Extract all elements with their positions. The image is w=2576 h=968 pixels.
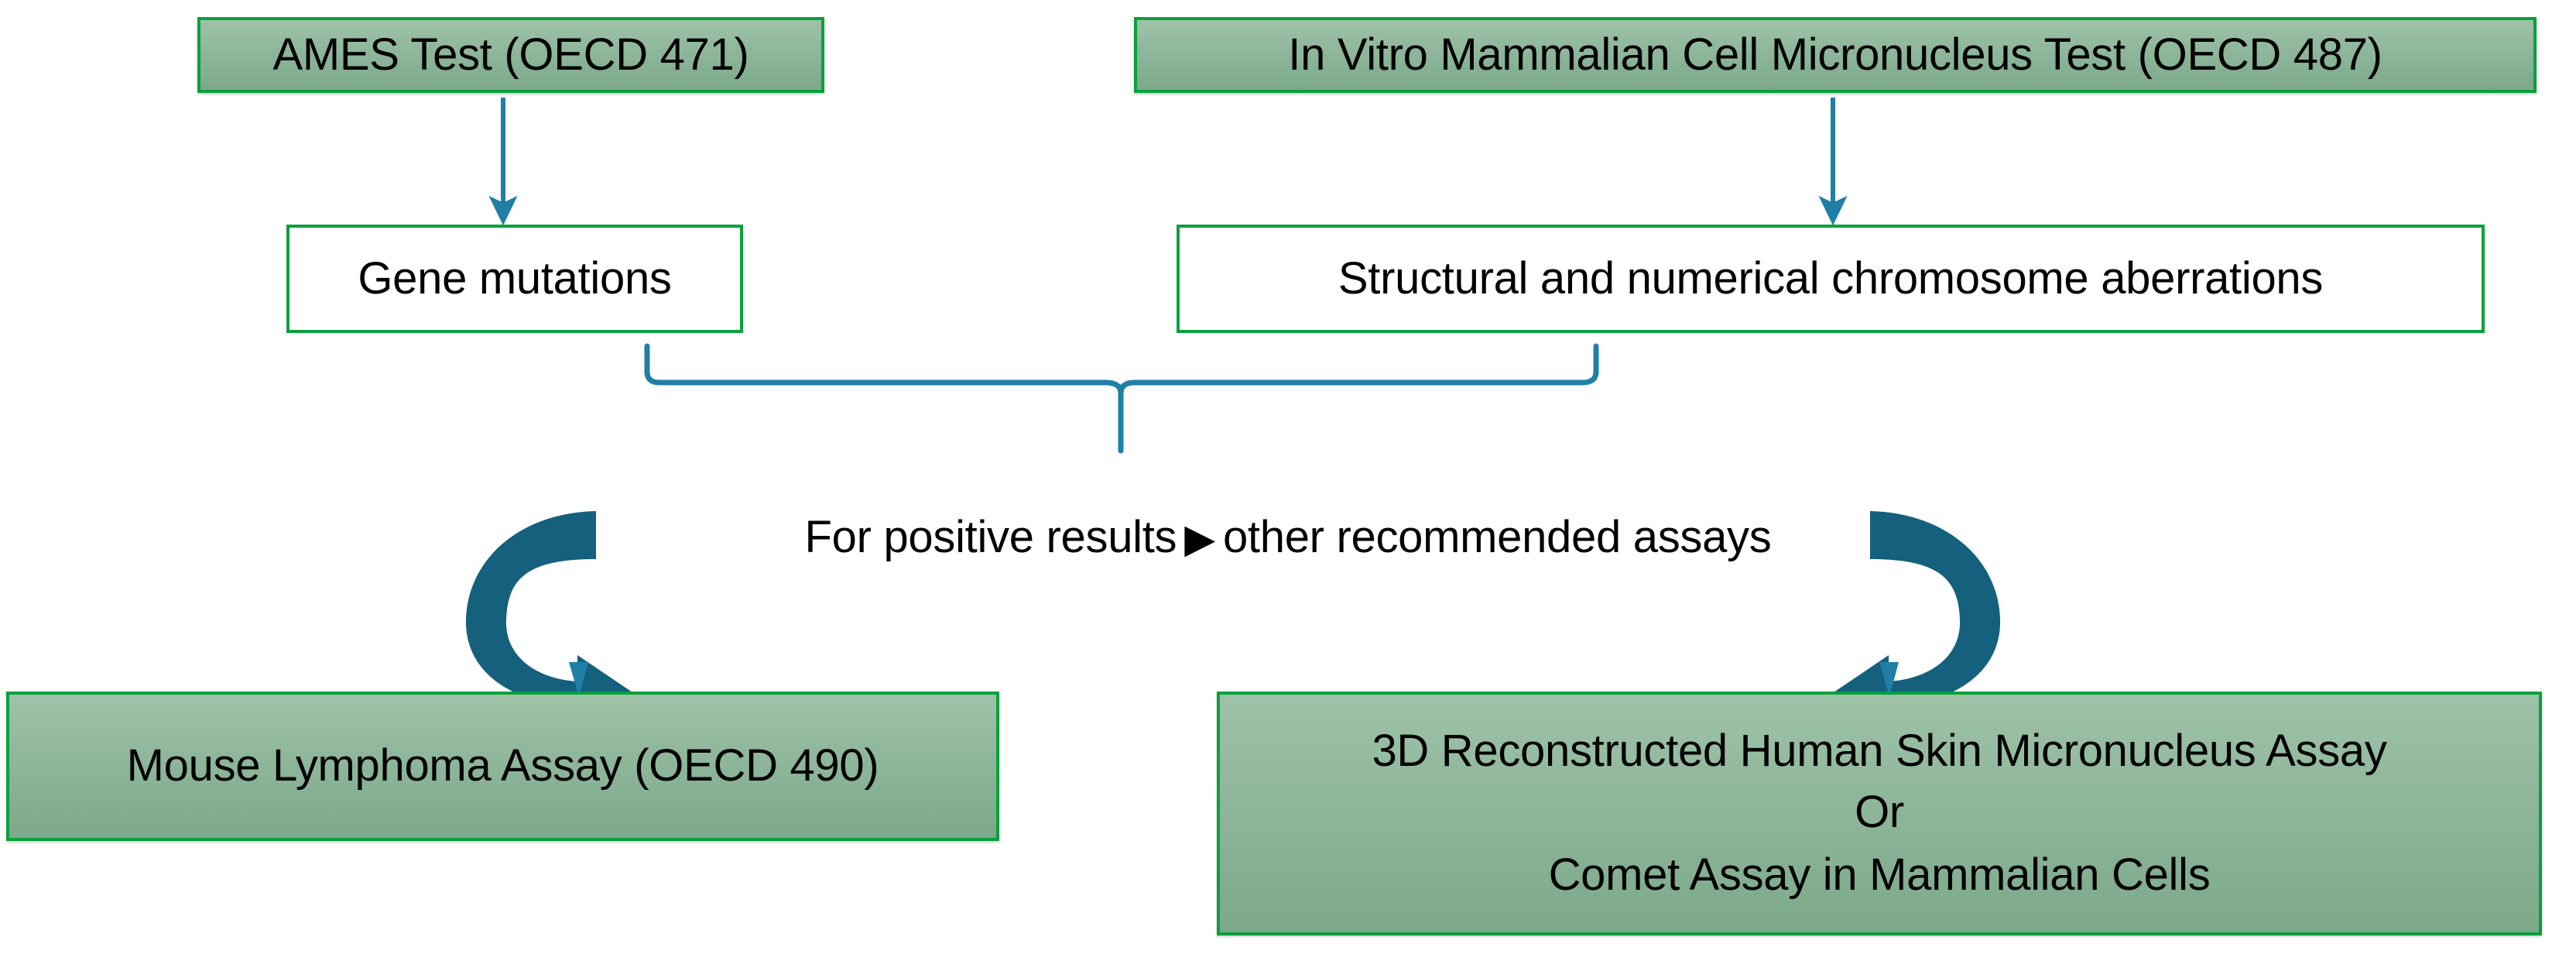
node-ames-test[interactable]: AMES Test (OECD 471) — [197, 17, 824, 93]
node-chromosome-aberrations[interactable]: Structural and numerical chromosome aber… — [1177, 225, 2485, 333]
node-micronucleus-test[interactable]: In Vitro Mammalian Cell Micronucleus Tes… — [1134, 17, 2537, 93]
caption-after-marker: other recommended assays — [1222, 512, 1772, 562]
node-gene-mutations-label: Gene mutations — [358, 252, 672, 304]
node-mouse-lymphoma-assay[interactable]: Mouse Lymphoma Assay (OECD 490) — [6, 692, 999, 841]
node-reconstructed-skin-line1: 3D Reconstructed Human Skin Micronucleus… — [1372, 726, 2387, 777]
node-reconstructed-skin-line3: Comet Assay in Mammalian Cells — [1548, 849, 2211, 900]
node-reconstructed-skin-line2: Or — [1855, 787, 1904, 838]
node-reconstructed-skin-assay[interactable]: 3D Reconstructed Human Skin Micronucleus… — [1217, 692, 2542, 935]
node-mouse-lymphoma-assay-label: Mouse Lymphoma Assay (OECD 490) — [126, 740, 879, 791]
positive-results-caption: For positive results▶other recommended a… — [0, 511, 2576, 563]
node-gene-mutations[interactable]: Gene mutations — [286, 225, 743, 333]
caption-before-marker: For positive results — [804, 512, 1177, 562]
node-micronucleus-test-label: In Vitro Mammalian Cell Micronucleus Tes… — [1288, 29, 2382, 80]
merge-bracket — [644, 343, 1599, 454]
node-chromosome-aberrations-label: Structural and numerical chromosome aber… — [1338, 252, 2324, 304]
node-ames-test-label: AMES Test (OECD 471) — [272, 29, 749, 80]
play-triangle-icon: ▶ — [1184, 517, 1215, 561]
